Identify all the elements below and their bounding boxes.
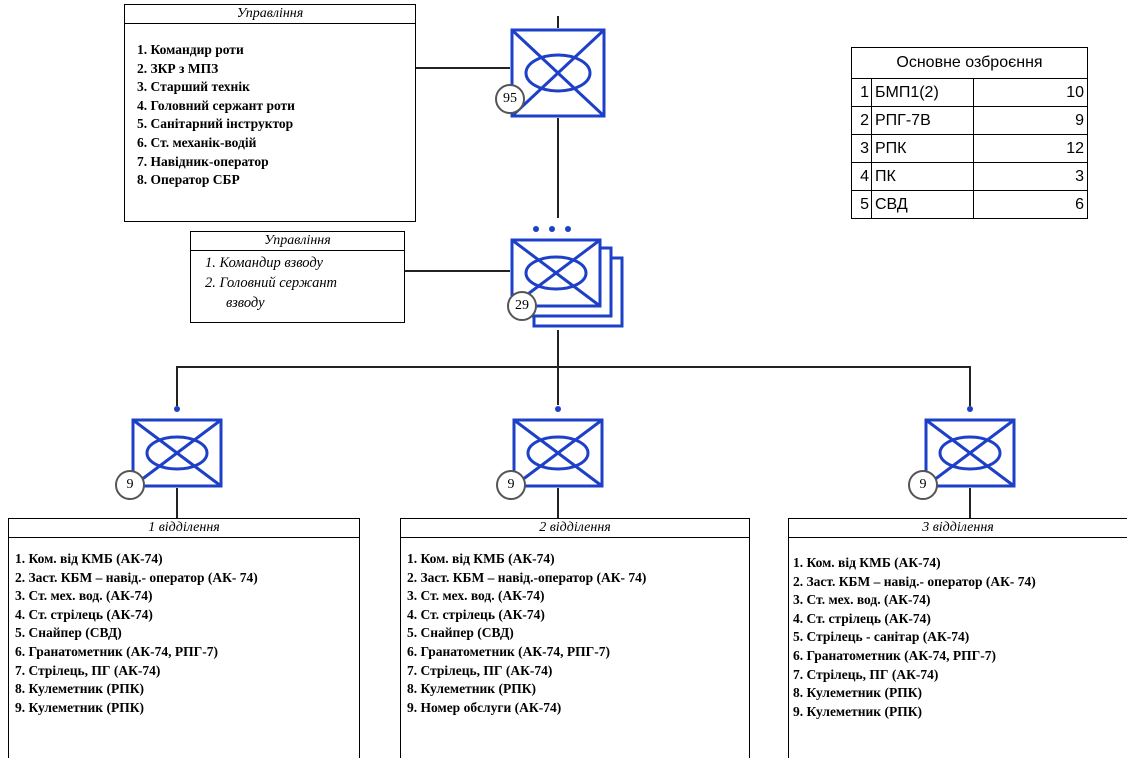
list-item: 2. Заст. КБМ – навід.- оператор (АК- 74): [15, 569, 258, 585]
company-to-hq-link: [415, 67, 510, 69]
list-item: 2. Заст. КБМ – навід.- оператор (АК- 74): [793, 573, 1036, 589]
list-item: 7. Навідник-оператор: [137, 153, 269, 169]
table-row: 3 РПК 12: [851, 134, 1088, 163]
list-item: 7. Стрілець, ПГ (АК-74): [793, 666, 939, 682]
squad1-box: 1 відділення 1. Ком. від КМБ (АК-74) 2. …: [8, 518, 360, 758]
list-item: 5. Санітарний інструктор: [137, 116, 294, 132]
table-row: 5 СВД 6: [851, 190, 1088, 219]
list-item: 4. Ст. стрілець (АК-74): [407, 606, 545, 622]
list-item: 6. Ст. механік-водій: [137, 134, 257, 150]
list-item: 8. Кулеметник (РПК): [407, 681, 536, 697]
list-item: 2. Заст. КБМ – навід.-оператор (АК- 74): [407, 569, 647, 585]
list-item: 8. Кулеметник (РПК): [15, 681, 144, 697]
list-item: 1. Ком. від КМБ (АК-74): [407, 551, 555, 566]
squad1-strength-badge: 9: [115, 470, 145, 500]
squad1-drop: [176, 366, 178, 406]
platoon-hq-title: Управління: [191, 232, 404, 251]
list-item: 2. Головний сержант: [205, 275, 338, 291]
platoon-to-hq-link: [405, 270, 510, 272]
table-row: 2 РПГ-7В 9: [851, 106, 1088, 135]
mechanized-infantry-icon: [512, 418, 604, 488]
list-item: 4. Головний сержант роти: [137, 97, 295, 113]
platoon-unit-symbol: [510, 238, 626, 330]
list-item: 7. Стрілець, ПГ (АК-74): [407, 662, 553, 678]
platoon-dot: [533, 226, 539, 232]
list-item: 3. Ст. мех. вод. (АК-74): [407, 588, 545, 604]
squads-horizontal-bar: [176, 366, 971, 368]
list-item: 8. Кулеметник (РПК): [793, 685, 922, 701]
mechanized-infantry-icon: [131, 418, 223, 488]
squad2-dot: [555, 406, 561, 412]
list-item: 8. Оператор СБР: [137, 172, 240, 188]
list-item: взводу: [226, 295, 265, 311]
mechanized-infantry-stack-icon: [510, 238, 624, 328]
squad1-unit-symbol: [131, 418, 223, 488]
list-item: 6. Гранатометник (АК-74, РПГ-7): [407, 643, 611, 659]
squad3-strength-badge: 9: [908, 470, 938, 500]
list-item: 5. Снайпер (СВД): [15, 625, 122, 641]
list-item: 1. Командир роти: [137, 42, 244, 57]
list-item: 5. Стрілець - санітар (АК-74): [793, 629, 970, 645]
company-hq-box: Управління 1. Командир роти 2. ЗКР з МПЗ…: [124, 4, 416, 222]
list-item: 9. Номер обслуги (АК-74): [407, 699, 562, 715]
squad1-list: 1. Ком. від КМБ (АК-74) 2. Заст. КБМ – н…: [9, 538, 359, 717]
squad3-title: 3 відділення: [789, 519, 1127, 538]
company-to-platoon-link: [557, 118, 559, 218]
squad1-to-box: [176, 488, 178, 518]
list-item: 3. Старший технік: [137, 79, 250, 95]
squad2-to-box: [557, 488, 559, 518]
squad3-to-box: [969, 488, 971, 518]
platoon-hq-list: 1. Командир взводу 2. Головний сержант в…: [191, 251, 404, 313]
armament-title: Основне озброєння: [851, 47, 1088, 79]
squad2-list: 1. Ком. від КМБ (АК-74) 2. Заст. КБМ – н…: [401, 538, 749, 717]
list-item: 6. Гранатометник (АК-74, РПГ-7): [793, 647, 997, 663]
squad2-box: 2 відділення 1. Ком. від КМБ (АК-74) 2. …: [400, 518, 750, 758]
list-item: 1. Ком. від КМБ (АК-74): [15, 551, 163, 566]
list-item: 3. Ст. мех. вод. (АК-74): [15, 588, 153, 604]
list-item: 9. Кулеметник (РПК): [793, 703, 922, 719]
company-strength-badge: 95: [495, 84, 525, 114]
squad2-title: 2 відділення: [401, 519, 749, 538]
squad3-box: 3 відділення 1. Ком. від КМБ (АК-74) 2. …: [788, 518, 1127, 758]
squad2-unit-symbol: [512, 418, 604, 488]
list-item: 5. Снайпер (СВД): [407, 625, 514, 641]
platoon-strength-badge: 29: [507, 291, 537, 321]
list-item: 1. Ком. від КМБ (АК-74): [793, 555, 941, 570]
list-item: 3. Ст. мех. вод. (АК-74): [793, 592, 931, 608]
armament-table: Основне озброєння 1 БМП1(2) 10 2 РПГ-7В …: [851, 47, 1088, 219]
table-row: 1 БМП1(2) 10: [851, 78, 1088, 107]
squad2-strength-badge: 9: [496, 470, 526, 500]
table-row: 4 ПК 3: [851, 162, 1088, 191]
platoon-hq-box: Управління 1. Командир взводу 2. Головни…: [190, 231, 405, 323]
company-top-tick: [557, 16, 559, 28]
squad3-list: 1. Ком. від КМБ (АК-74) 2. Заст. КБМ – н…: [789, 538, 1127, 721]
list-item: 6. Гранатометник (АК-74, РПГ-7): [15, 643, 219, 659]
list-item: 4. Ст. стрілець (АК-74): [793, 610, 931, 626]
mechanized-infantry-icon: [924, 418, 1016, 488]
list-item: 9. Кулеметник (РПК): [15, 699, 144, 715]
mechanized-infantry-icon: [510, 28, 606, 118]
squad1-title: 1 відділення: [9, 519, 359, 538]
squad3-dot: [967, 406, 973, 412]
list-item: 2. ЗКР з МПЗ: [137, 60, 219, 76]
list-item: 4. Ст. стрілець (АК-74): [15, 606, 153, 622]
company-unit-symbol: [510, 28, 606, 118]
squad1-dot: [174, 406, 180, 412]
squad3-drop: [969, 366, 971, 406]
company-hq-title: Управління: [125, 5, 415, 24]
list-item: 1. Командир взводу: [205, 255, 323, 271]
platoon-dot: [549, 226, 555, 232]
list-item: 7. Стрілець, ПГ (АК-74): [15, 662, 161, 678]
platoon-dot: [565, 226, 571, 232]
company-hq-list: 1. Командир роти 2. ЗКР з МПЗ 3. Старший…: [125, 24, 415, 190]
squad3-unit-symbol: [924, 418, 1016, 488]
